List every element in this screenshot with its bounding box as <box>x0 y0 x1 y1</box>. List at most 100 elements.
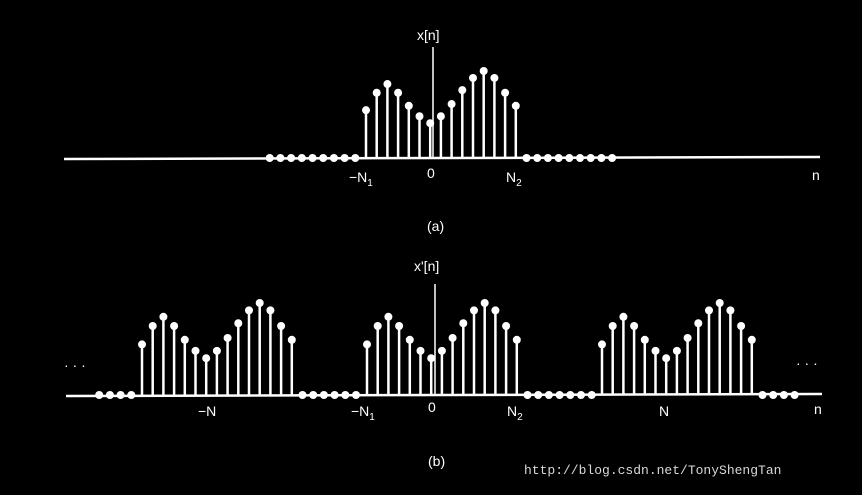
sample-a-5-dot <box>415 112 424 121</box>
tick-neg-n-b: −N <box>198 403 216 419</box>
zero-sample-b <box>555 391 564 399</box>
sample-a-7-dot <box>436 112 445 121</box>
axis-label-a: n <box>812 167 820 183</box>
sample-b-2-8-dot <box>683 333 692 342</box>
sample-b-0-2-dot <box>159 312 168 321</box>
zero-sample-b <box>352 391 360 399</box>
sample-a-9-dot <box>458 86 467 95</box>
zero-sample-b <box>544 391 553 399</box>
zero-sample-b <box>127 391 136 399</box>
sample-a-1-dot <box>372 88 381 97</box>
zero-sample-b <box>116 391 125 399</box>
zero-sample-a-right <box>565 154 574 162</box>
title-a: x[n] <box>417 27 440 43</box>
zero-sample-a-right <box>554 154 563 162</box>
sample-b-0-1-dot <box>148 322 157 330</box>
zero-sample-a-right <box>522 154 531 162</box>
zero-sample-b <box>330 391 339 399</box>
sample-b-0-5-dot <box>191 346 200 355</box>
sample-b-1-8-dot <box>448 333 457 342</box>
sample-b-0-10-dot <box>245 306 253 315</box>
tick-zero-a: 0 <box>427 165 435 181</box>
sample-b-1-6-dot <box>427 354 436 363</box>
sample-a-4-dot <box>404 101 413 110</box>
sample-b-1-5-dot <box>416 346 425 355</box>
zero-sample-b <box>790 391 799 399</box>
zero-sample-b <box>577 391 585 399</box>
zero-sample-b <box>309 391 318 399</box>
sample-b-1-3-dot <box>395 322 404 330</box>
title-b: x'[n] <box>414 258 439 274</box>
zero-sample-b <box>587 391 596 399</box>
sample-b-0-12-dot <box>266 306 275 315</box>
zero-sample-b <box>566 391 575 399</box>
sample-a-6-dot <box>426 119 435 128</box>
zero-sample-a-left <box>265 154 274 162</box>
zero-sample-a-right <box>576 154 584 162</box>
panel-a: x[n] −N1 0 N2 n (a) <box>63 27 821 234</box>
sample-b-0-8-dot <box>223 333 232 342</box>
zero-sample-b <box>758 391 767 399</box>
sample-b-0-11-dot <box>255 299 264 307</box>
zero-sample-b <box>95 391 104 399</box>
ellipsis-left: · · · <box>64 357 86 373</box>
caption-a: (a) <box>427 218 444 234</box>
zero-sample-b <box>769 391 778 399</box>
zero-sample-b <box>341 391 350 399</box>
zero-sample-b <box>523 391 532 399</box>
sample-b-0-3-dot <box>170 322 179 330</box>
tick-n2-a: N2 <box>506 169 522 189</box>
sample-b-2-11-dot <box>715 299 724 307</box>
sample-b-1-1-dot <box>373 322 382 330</box>
sample-b-2-3-dot <box>630 322 639 330</box>
zero-sample-a-left <box>319 154 328 162</box>
zero-sample-a-right <box>597 154 606 162</box>
tick-neg-n1-b: −N1 <box>351 403 375 423</box>
sample-b-0-4-dot <box>180 335 189 344</box>
sample-a-0-dot <box>362 106 370 115</box>
zero-sample-a-left <box>276 154 285 162</box>
zero-sample-b <box>779 391 788 399</box>
sample-a-2-dot <box>383 80 392 89</box>
zero-sample-a-right <box>533 154 542 162</box>
sample-b-2-10-dot <box>705 306 713 315</box>
tick-n-b: N <box>659 403 669 419</box>
axis-b <box>65 392 823 398</box>
axis-label-b: n <box>814 401 822 417</box>
sample-a-8-dot <box>447 100 456 109</box>
sample-b-2-1-dot <box>608 322 617 330</box>
sample-b-0-7-dot <box>212 346 221 355</box>
sample-b-1-12-dot <box>491 306 500 315</box>
panel-b: x'[n] −N −N1 0 N2 N n · · · · · · (b) <box>64 258 823 469</box>
sample-b-2-5-dot <box>651 346 660 355</box>
sample-a-10-dot <box>469 73 477 82</box>
sample-a-3-dot <box>394 88 403 97</box>
zero-sample-b <box>534 391 543 399</box>
sample-b-0-6-dot <box>202 354 211 363</box>
ellipsis-right: · · · <box>796 355 818 371</box>
zero-sample-a-left <box>297 154 306 162</box>
stems-a <box>265 67 617 162</box>
tick-neg-n1-a: −N1 <box>349 169 373 189</box>
tick-n2-b: N2 <box>507 403 523 423</box>
zero-sample-a-left <box>329 154 338 162</box>
sample-b-1-13-dot <box>502 322 511 330</box>
zero-sample-b <box>298 391 307 399</box>
zero-sample-b <box>319 391 328 399</box>
zero-sample-a-left <box>287 154 296 162</box>
sample-b-2-7-dot <box>672 346 681 355</box>
sample-b-2-9-dot <box>694 319 703 328</box>
zero-sample-a-right <box>608 154 617 162</box>
sample-b-0-14-dot <box>287 335 296 344</box>
sample-b-1-14-dot <box>512 335 521 344</box>
sample-b-1-0-dot <box>363 340 371 349</box>
zero-sample-a-right <box>543 154 552 162</box>
sample-b-1-4-dot <box>405 335 414 344</box>
sample-a-12-dot <box>490 73 499 82</box>
sample-b-1-2-dot <box>384 312 393 321</box>
zero-sample-a-left <box>351 154 360 162</box>
sample-b-2-14-dot <box>747 335 756 344</box>
zero-sample-a-left <box>340 154 349 162</box>
sample-a-11-dot <box>479 67 488 75</box>
